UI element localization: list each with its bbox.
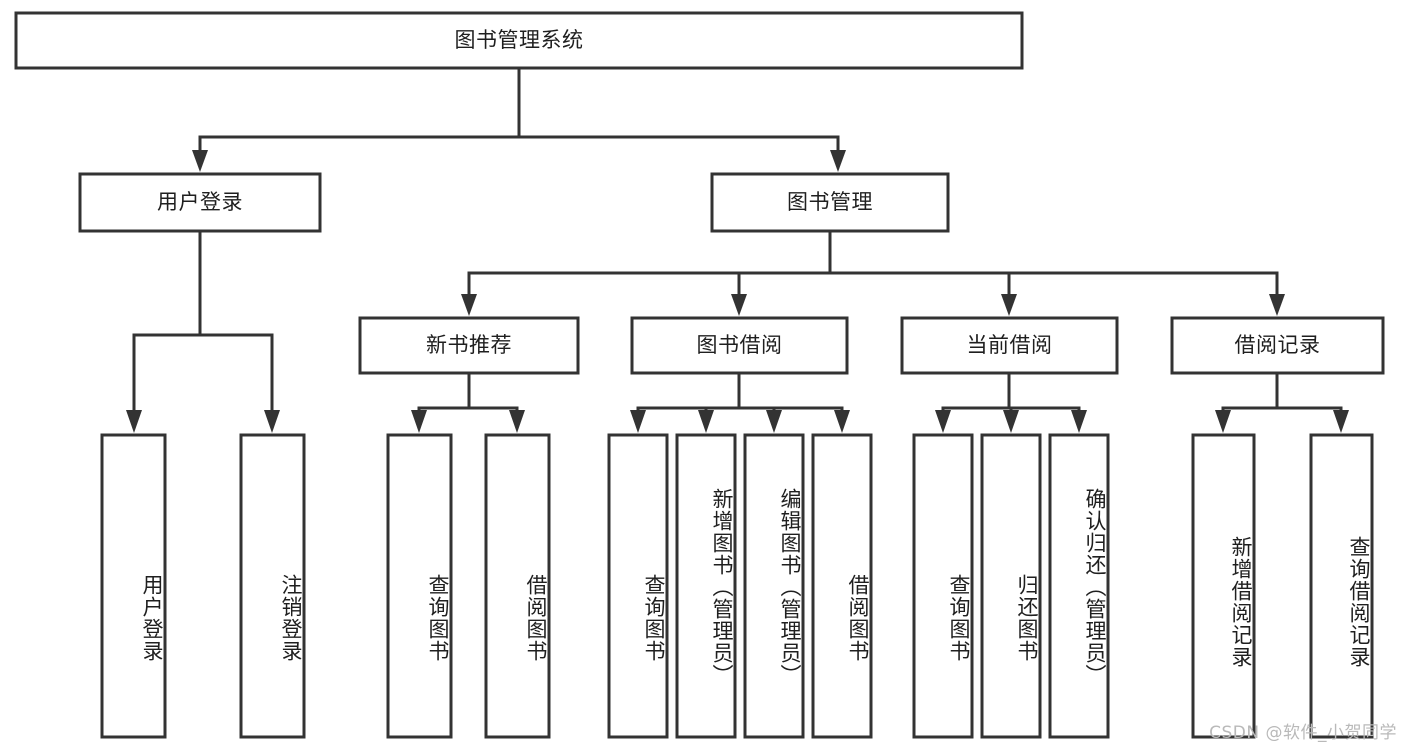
node-box-book-manage[interactable] (710, 172, 950, 233)
node-box-leaf-add-book[interactable] (675, 433, 737, 739)
node-box-new-book-recommend[interactable] (358, 316, 580, 375)
connector-group-current-borrow (935, 371, 1087, 433)
connector-group-book-borrow (630, 371, 850, 433)
connector-group-borrow-record (1215, 371, 1349, 433)
connector-group-book-manage (461, 229, 1285, 316)
node-box-leaf-return-book[interactable] (980, 433, 1042, 739)
connector-group-user-login (126, 229, 280, 433)
node-box-user-login[interactable] (78, 172, 322, 233)
node-box-leaf-query-book-recommend[interactable] (386, 433, 453, 739)
node-box-leaf-borrow-book-recommend[interactable] (484, 433, 551, 739)
node-box-leaf-user-login[interactable] (100, 433, 167, 739)
connector-group-root (192, 66, 846, 172)
node-box-leaf-user-logout[interactable] (239, 433, 306, 739)
node-box-leaf-confirm-return[interactable] (1048, 433, 1110, 739)
node-box-leaf-edit-book[interactable] (743, 433, 805, 739)
node-box-leaf-query-borrow-record[interactable] (1309, 433, 1374, 739)
node-box-borrow-record[interactable] (1170, 316, 1385, 375)
node-box-leaf-add-borrow-record[interactable] (1191, 433, 1256, 739)
node-box-leaf-borrow-book[interactable] (811, 433, 873, 739)
node-box-current-borrow[interactable] (900, 316, 1119, 375)
node-box-leaf-query-book-current[interactable] (912, 433, 974, 739)
connector-group-new-book-recommend (411, 371, 525, 433)
node-box-book-borrow[interactable] (630, 316, 849, 375)
node-box-root[interactable] (14, 11, 1024, 70)
node-box-leaf-query-book-borrow[interactable] (607, 433, 669, 739)
